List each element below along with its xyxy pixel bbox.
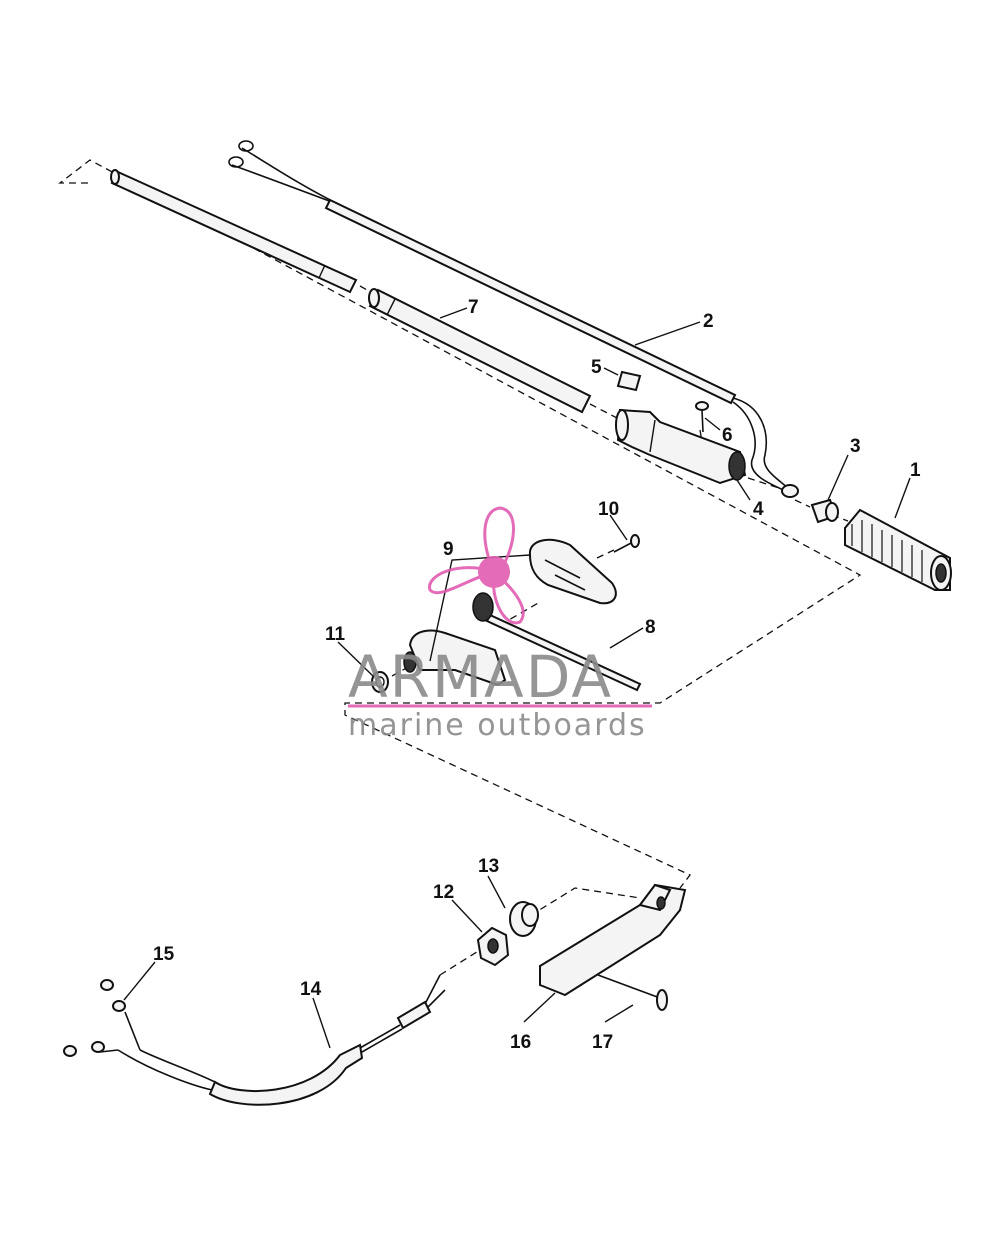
callout-2: 2	[703, 311, 714, 332]
callout-7: 7	[468, 297, 479, 318]
callout-5: 5	[591, 357, 602, 378]
callout-17: 17	[592, 1032, 613, 1053]
tube-part-7	[368, 288, 592, 414]
callout-14: 14	[300, 979, 322, 1000]
screw-part-10	[613, 534, 640, 553]
clip-part-5	[616, 370, 642, 392]
callout-8: 8	[645, 617, 656, 638]
shaft-part-8	[472, 592, 642, 692]
callout-9: 9	[443, 539, 454, 560]
watermark-tagline: marine outboards	[348, 708, 647, 743]
leader-lines	[123, 307, 911, 1049]
callout-3: 3	[850, 436, 861, 457]
washer-part-11	[371, 671, 389, 693]
terminals-part-15	[63, 979, 126, 1057]
callout-13: 13	[478, 856, 499, 877]
assembly-guide-lines	[58, 159, 862, 976]
cable-part-14	[99, 974, 446, 1106]
grip-housing-part-4	[615, 408, 747, 485]
bracket-part-16	[539, 883, 687, 997]
callout-1: 1	[910, 460, 921, 481]
screw-part-6	[695, 401, 709, 433]
callout-labels: 1 2 3 4 5 6 7 8 9 10 11 12 13 14 15 16 1…	[153, 297, 921, 1053]
callout-10: 10	[598, 499, 619, 520]
watermark-brand: ARMADA	[348, 643, 613, 711]
callout-12: 12	[433, 882, 454, 903]
wiring-harness	[228, 140, 799, 498]
callout-6: 6	[722, 425, 733, 446]
callout-15: 15	[153, 944, 175, 965]
bushing-part-3	[810, 498, 839, 524]
callout-11: 11	[325, 624, 346, 645]
callout-4: 4	[753, 499, 764, 520]
callout-16: 16	[510, 1032, 531, 1053]
nut-part-12	[476, 926, 510, 967]
propeller-logo-icon	[428, 506, 525, 625]
grip-part-1	[844, 508, 952, 591]
housing-upper-part-9	[528, 538, 617, 605]
watermark: ARMADA marine outboards	[348, 506, 652, 743]
grommet-part-13	[509, 901, 539, 937]
steering-rod	[110, 169, 358, 294]
bolt-part-17	[597, 974, 668, 1011]
